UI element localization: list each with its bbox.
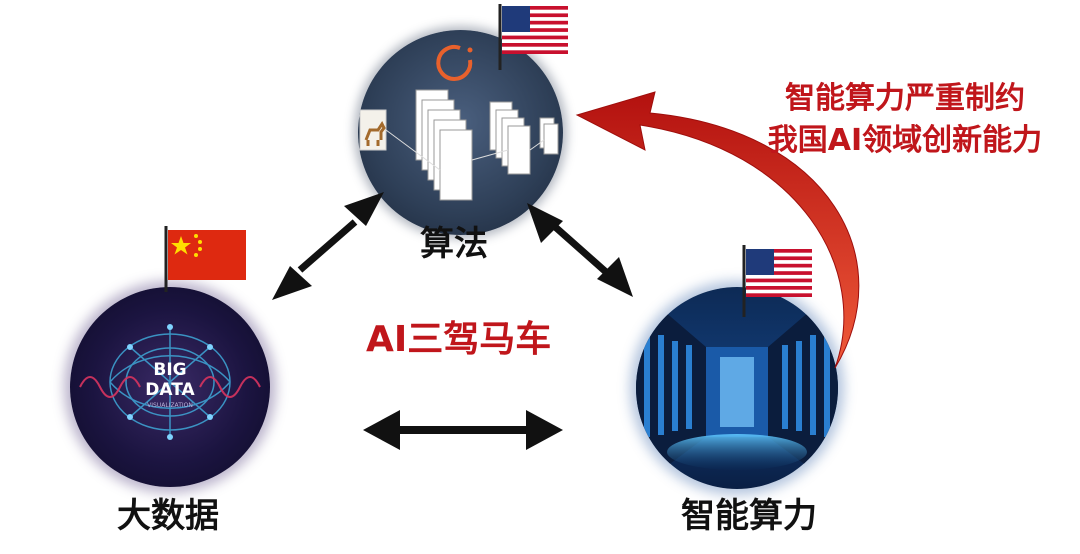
- bigdata-label: 大数据: [117, 496, 219, 536]
- red-curved-arrow-icon: [575, 91, 860, 369]
- constraint-note: 智能算力严重制约 我国AI领域创新能力: [740, 78, 1070, 162]
- china-flag-icon: [164, 226, 246, 292]
- arrow-head-icon: [363, 410, 400, 450]
- us-flag-icon: [498, 4, 568, 70]
- arrow-head-icon: [344, 192, 384, 226]
- compute-label: 智能算力: [681, 496, 817, 536]
- compute-node-image: [636, 287, 838, 489]
- image-text-visualization: VISUALIZATION: [147, 402, 193, 409]
- bigdata-node-image: BIG DATA VISUALIZATION: [70, 287, 270, 487]
- server-room-illustration: [636, 287, 838, 489]
- algorithm-label: 算法: [420, 224, 488, 264]
- arrow-head-icon: [527, 203, 563, 243]
- us-flag-icon: [742, 245, 812, 317]
- framework-logo-icon: [436, 44, 473, 81]
- algorithm-node-image: [358, 30, 563, 235]
- image-text-big: BIG: [153, 360, 186, 380]
- image-text-data: DATA: [145, 380, 195, 400]
- center-title: AI三驾马车: [366, 319, 552, 360]
- arrow-head-icon: [597, 257, 633, 297]
- big-data-visualization-illustration: BIG DATA VISUALIZATION: [79, 324, 261, 440]
- arrow-head-icon: [272, 266, 312, 300]
- double-arrow-algorithm-compute: [550, 222, 609, 275]
- double-arrow-bigdata-algorithm: [297, 219, 358, 273]
- arrow-head-icon: [526, 410, 563, 450]
- note-line-1: 智能算力严重制约: [785, 81, 1025, 116]
- neural-network-illustration: [359, 44, 559, 201]
- note-line-2: 我国AI领域创新能力: [767, 123, 1043, 158]
- dog-icon: [364, 121, 386, 146]
